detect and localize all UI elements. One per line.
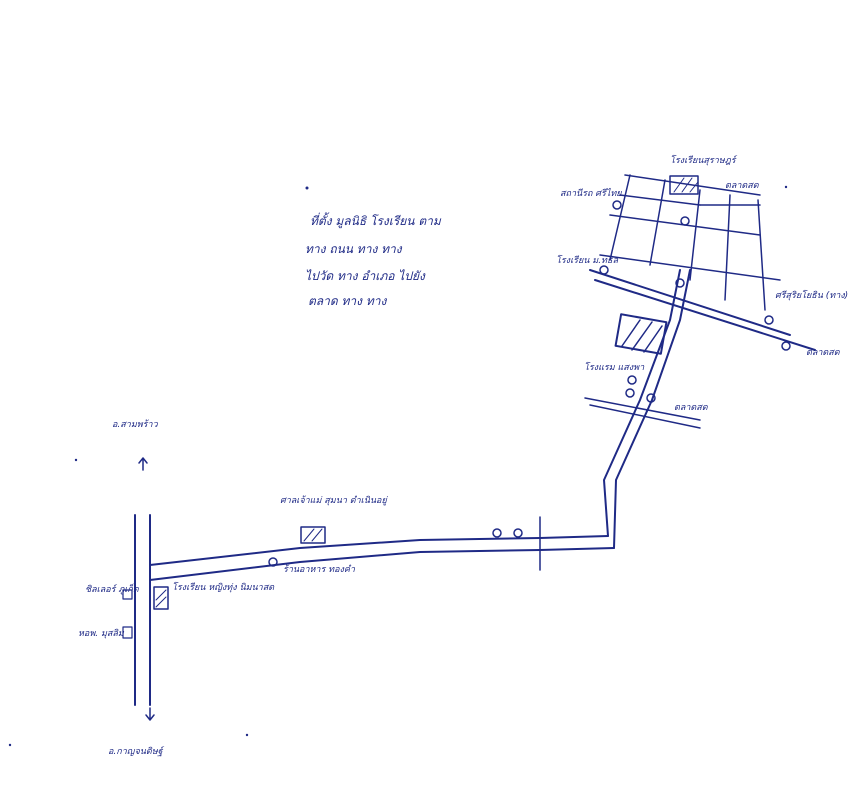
note-line-1: ที่ตั้ง มูลนิธิ โรงเรียน ตาม: [310, 212, 442, 229]
building-hatch-mid: [300, 526, 326, 544]
station-left-top-label: สถานีรถ ศรีไทย: [560, 187, 622, 199]
building-hatch-big: [614, 313, 668, 355]
left-lower-building-label: หอพ. มุสลิม: [78, 628, 125, 639]
stray-marks: [8, 185, 788, 747]
building-hatch-top: [669, 175, 699, 195]
left-upper-building-label: ชิลเลอร์ ภูเก็ต: [85, 583, 140, 595]
mid-landmark-label: ศาลเจ้าแม่ สุมนา ดำเนินอยู่: [280, 495, 389, 506]
bottom-right-label: ตลาดสด: [806, 348, 841, 358]
cross-street: [584, 397, 701, 429]
main-road: [149, 535, 615, 581]
landmark-markers: [268, 200, 791, 567]
small-building-left-2: [122, 626, 133, 639]
note-line-2: ทาง ถนน ทาง ทาง: [305, 242, 403, 256]
station-left-mid-label: โรงเรียน ม.ทธิล: [556, 254, 618, 266]
south-destination-label: อ.กาญจนดิษฐ์: [108, 746, 165, 757]
connector-road: [603, 269, 691, 549]
corner-school-label: โรงเรียน หญิงทุ่ง นิมนาสด: [172, 581, 275, 593]
handwritten-note: ที่ตั้ง มูลนิธิ โรงเรียน ตาม ทาง ถนน ทาง…: [305, 212, 442, 308]
north-south-road: [134, 514, 151, 706]
small-building-left-1: [122, 589, 133, 600]
branch-left-label: โรงแรม แสงพา: [584, 361, 645, 373]
south-arrow-icon: [145, 707, 155, 721]
north-arrow-icon: [138, 457, 148, 471]
school-top-label: โรงเรียนสุราษฎร์: [670, 154, 738, 166]
mid-poi-label: ร้านอาหาร ทองคำ: [283, 564, 356, 575]
note-line-4: ตลาด ทาง ทาง: [308, 294, 387, 308]
station-right-top-label: ตลาดสด: [725, 181, 760, 191]
hotel-right-label: ศรีสุริยโยธิน (ทาง): [775, 289, 848, 301]
building-hatch-corner: [153, 586, 169, 610]
north-destination-label: อ.สามพร้าว: [112, 419, 159, 430]
branch-right-label: ตลาดสด: [674, 403, 709, 413]
note-line-3: ไปวัด ทาง อำเภอ ไปยัง: [305, 269, 426, 283]
town-grid: [589, 174, 816, 351]
